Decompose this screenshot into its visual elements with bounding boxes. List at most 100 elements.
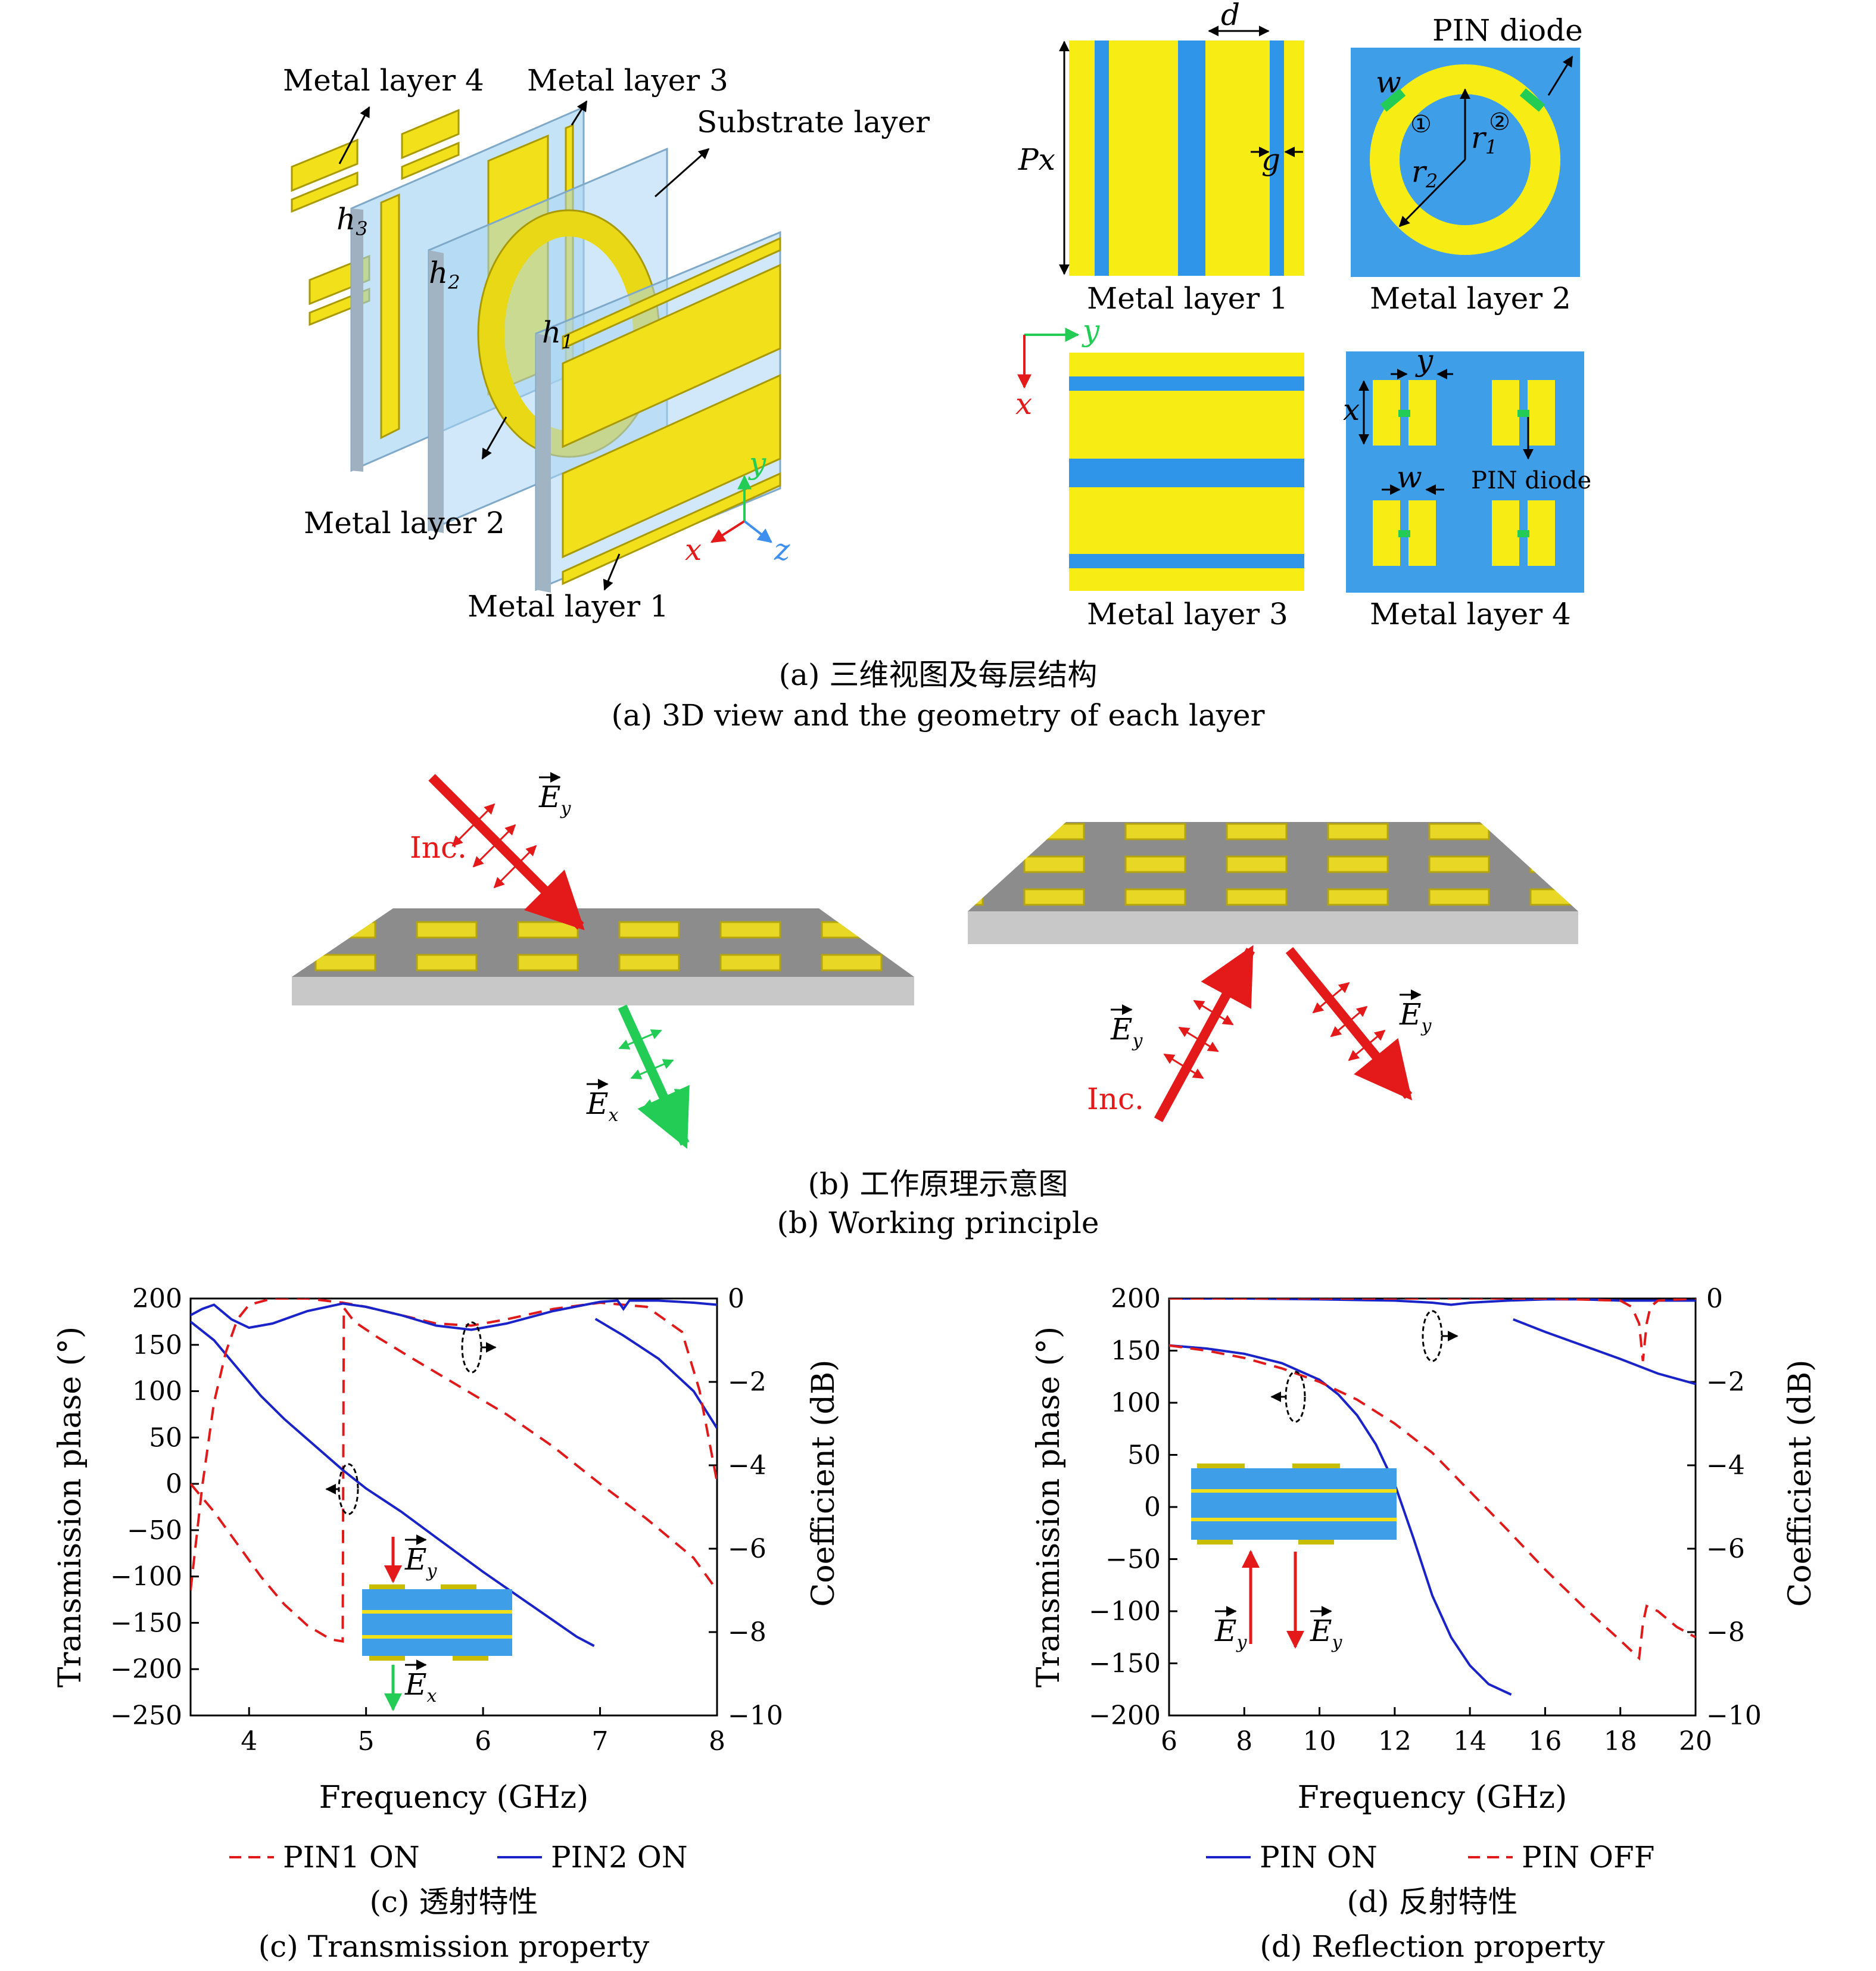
chart-d-ylabel: Transmission phase (°) bbox=[1031, 1327, 1067, 1687]
svg-text:w: w bbox=[1376, 65, 1401, 99]
y-tick-label: 150 bbox=[132, 1330, 182, 1360]
caption-b-cn: (b) 工作原理示意图 bbox=[808, 1167, 1068, 1201]
panel-a-layers: d Px g Metal layer 1 PIN diode w ① ② r1 … bbox=[1015, 0, 1591, 631]
label-h3: h3 bbox=[336, 202, 368, 240]
y-right-tick-label: −8 bbox=[1706, 1617, 1745, 1648]
y-right-tick-label: −2 bbox=[1706, 1367, 1745, 1397]
label-ex: Ex bbox=[586, 1086, 619, 1126]
y-tick-label: −50 bbox=[1105, 1545, 1161, 1575]
label-metal-layer-2: Metal layer 2 bbox=[304, 506, 505, 540]
svg-text:g: g bbox=[1261, 142, 1280, 177]
x-tick-label: 16 bbox=[1528, 1726, 1562, 1757]
label-inc-left: Inc. bbox=[410, 830, 467, 865]
x-tick-label: 18 bbox=[1604, 1726, 1637, 1757]
svg-text:x: x bbox=[1343, 393, 1360, 427]
y-tick-label: −200 bbox=[110, 1654, 182, 1684]
inset-c-ey: Ey bbox=[404, 1542, 438, 1581]
inset-d-ey-refl: Ey bbox=[1310, 1614, 1343, 1653]
y-right-tick-label: 0 bbox=[1706, 1284, 1723, 1314]
y-right-tick-label: −10 bbox=[1706, 1701, 1762, 1731]
chart-c-ylabel-right: Coefficient (dB) bbox=[806, 1360, 842, 1607]
label-ey-inc-right: Ey bbox=[1110, 1012, 1143, 1051]
y-tick-label: −250 bbox=[110, 1701, 182, 1731]
y-right-tick-label: −4 bbox=[1706, 1450, 1745, 1481]
x-tick-label: 5 bbox=[358, 1726, 375, 1757]
series-line-pin-off-left bbox=[1169, 1344, 1696, 1661]
x-tick-label: 8 bbox=[1236, 1726, 1252, 1757]
legend-d-pin-off: PIN OFF bbox=[1522, 1840, 1654, 1875]
caption-a-en: (a) 3D view and the geometry of each lay… bbox=[611, 698, 1264, 733]
x-tick-label: 8 bbox=[709, 1726, 725, 1757]
x-tick-label: 20 bbox=[1679, 1726, 1712, 1757]
title-metal-layer-2: Metal layer 2 bbox=[1370, 281, 1571, 316]
caption-a-cn: (a) 三维视图及每层结构 bbox=[779, 658, 1098, 692]
reflected-arrow bbox=[1285, 946, 1413, 1101]
layer-2-geometry: PIN diode w ① ② r1 r2 Metal layer 2 bbox=[1351, 13, 1583, 316]
label-h1: h1 bbox=[542, 315, 574, 353]
panel-a-3d-view: Metal layer 4 Metal layer 3 Substrate la… bbox=[283, 63, 930, 624]
chart-c-xlabel: Frequency (GHz) bbox=[319, 1780, 589, 1816]
chart-d-ylabel-right: Coefficient (dB) bbox=[1782, 1360, 1818, 1607]
y-tick-label: −200 bbox=[1089, 1701, 1161, 1731]
legend-c-pin2: PIN2 ON bbox=[551, 1840, 688, 1875]
series-line-pin1-on-right bbox=[191, 1299, 717, 1591]
chart-d-xlabel: Frequency (GHz) bbox=[1298, 1780, 1568, 1816]
y-right-tick-label: −2 bbox=[728, 1367, 766, 1397]
y-tick-label: −100 bbox=[110, 1562, 182, 1592]
label-inc-right: Inc. bbox=[1087, 1082, 1144, 1116]
caption-c-en: (c) Transmission property bbox=[258, 1929, 650, 1964]
caption-c-cn: (c) 透射特性 bbox=[370, 1885, 538, 1919]
x-tick-label: 6 bbox=[475, 1726, 491, 1757]
y-tick-label: 200 bbox=[1111, 1284, 1161, 1314]
series-line-pin-on-left bbox=[1169, 1318, 1696, 1696]
y-tick-label: 200 bbox=[132, 1284, 182, 1314]
label-metal-layer-3: Metal layer 3 bbox=[527, 63, 728, 98]
y-tick-label: −150 bbox=[110, 1608, 182, 1638]
slab-reflection bbox=[968, 822, 1578, 944]
legend-d-pin-on: PIN ON bbox=[1260, 1840, 1378, 1875]
inset-d-ey-inc: Ey bbox=[1214, 1614, 1248, 1653]
svg-text:z: z bbox=[774, 533, 790, 567]
svg-text:d: d bbox=[1221, 0, 1240, 32]
legend-c-pin1: PIN1 ON bbox=[283, 1840, 420, 1875]
caption-d-cn: (d) 反射特性 bbox=[1347, 1885, 1518, 1919]
x-tick-label: 10 bbox=[1303, 1726, 1336, 1757]
y-right-tick-label: −6 bbox=[1706, 1534, 1745, 1564]
label-ey-refl: Ey bbox=[1399, 997, 1432, 1036]
y-tick-label: 0 bbox=[166, 1469, 182, 1499]
svg-text:②: ② bbox=[1489, 108, 1510, 136]
y-tick-label: −150 bbox=[1089, 1649, 1161, 1679]
incident-arrow-right bbox=[1154, 945, 1255, 1122]
x-tick-label: 12 bbox=[1378, 1726, 1411, 1757]
y-tick-label: 100 bbox=[132, 1377, 182, 1407]
y-right-tick-label: −8 bbox=[728, 1617, 766, 1648]
series-line-pin1-on-left bbox=[191, 1304, 717, 1643]
legend-d: PIN ON PIN OFF bbox=[1206, 1840, 1654, 1875]
svg-text:PIN diode: PIN diode bbox=[1432, 13, 1583, 48]
transmitted-arrow bbox=[618, 1004, 690, 1149]
title-metal-layer-4: Metal layer 4 bbox=[1370, 597, 1571, 631]
layer-1-geometry: d Px g Metal layer 1 bbox=[1018, 0, 1304, 316]
label-r1: r1 bbox=[1471, 120, 1497, 158]
y-right-tick-label: 0 bbox=[728, 1284, 744, 1314]
layer-4-geometry: x y w PIN diode Metal layer 4 bbox=[1343, 343, 1591, 631]
y-tick-label: −50 bbox=[127, 1515, 182, 1546]
inset-reflection: Ey Ey bbox=[1191, 1464, 1397, 1653]
svg-text:w: w bbox=[1397, 460, 1422, 494]
title-metal-layer-1: Metal layer 1 bbox=[1087, 281, 1288, 316]
svg-text:①: ① bbox=[1410, 111, 1432, 138]
caption-d-en: (d) Reflection property bbox=[1260, 1929, 1605, 1964]
svg-text:y: y bbox=[1082, 313, 1100, 348]
x-tick-label: 6 bbox=[1161, 1726, 1177, 1757]
y-tick-label: 50 bbox=[149, 1422, 182, 1453]
metal-layer-1-3d bbox=[562, 236, 781, 586]
layer-3-geometry: Metal layer 3 bbox=[1069, 353, 1304, 631]
label-substrate-layer: Substrate layer bbox=[697, 105, 930, 139]
svg-text:PIN diode: PIN diode bbox=[1471, 467, 1591, 494]
x-tick-label: 4 bbox=[241, 1726, 257, 1757]
y-tick-label: 50 bbox=[1127, 1440, 1161, 1471]
title-metal-layer-3: Metal layer 3 bbox=[1087, 597, 1288, 631]
